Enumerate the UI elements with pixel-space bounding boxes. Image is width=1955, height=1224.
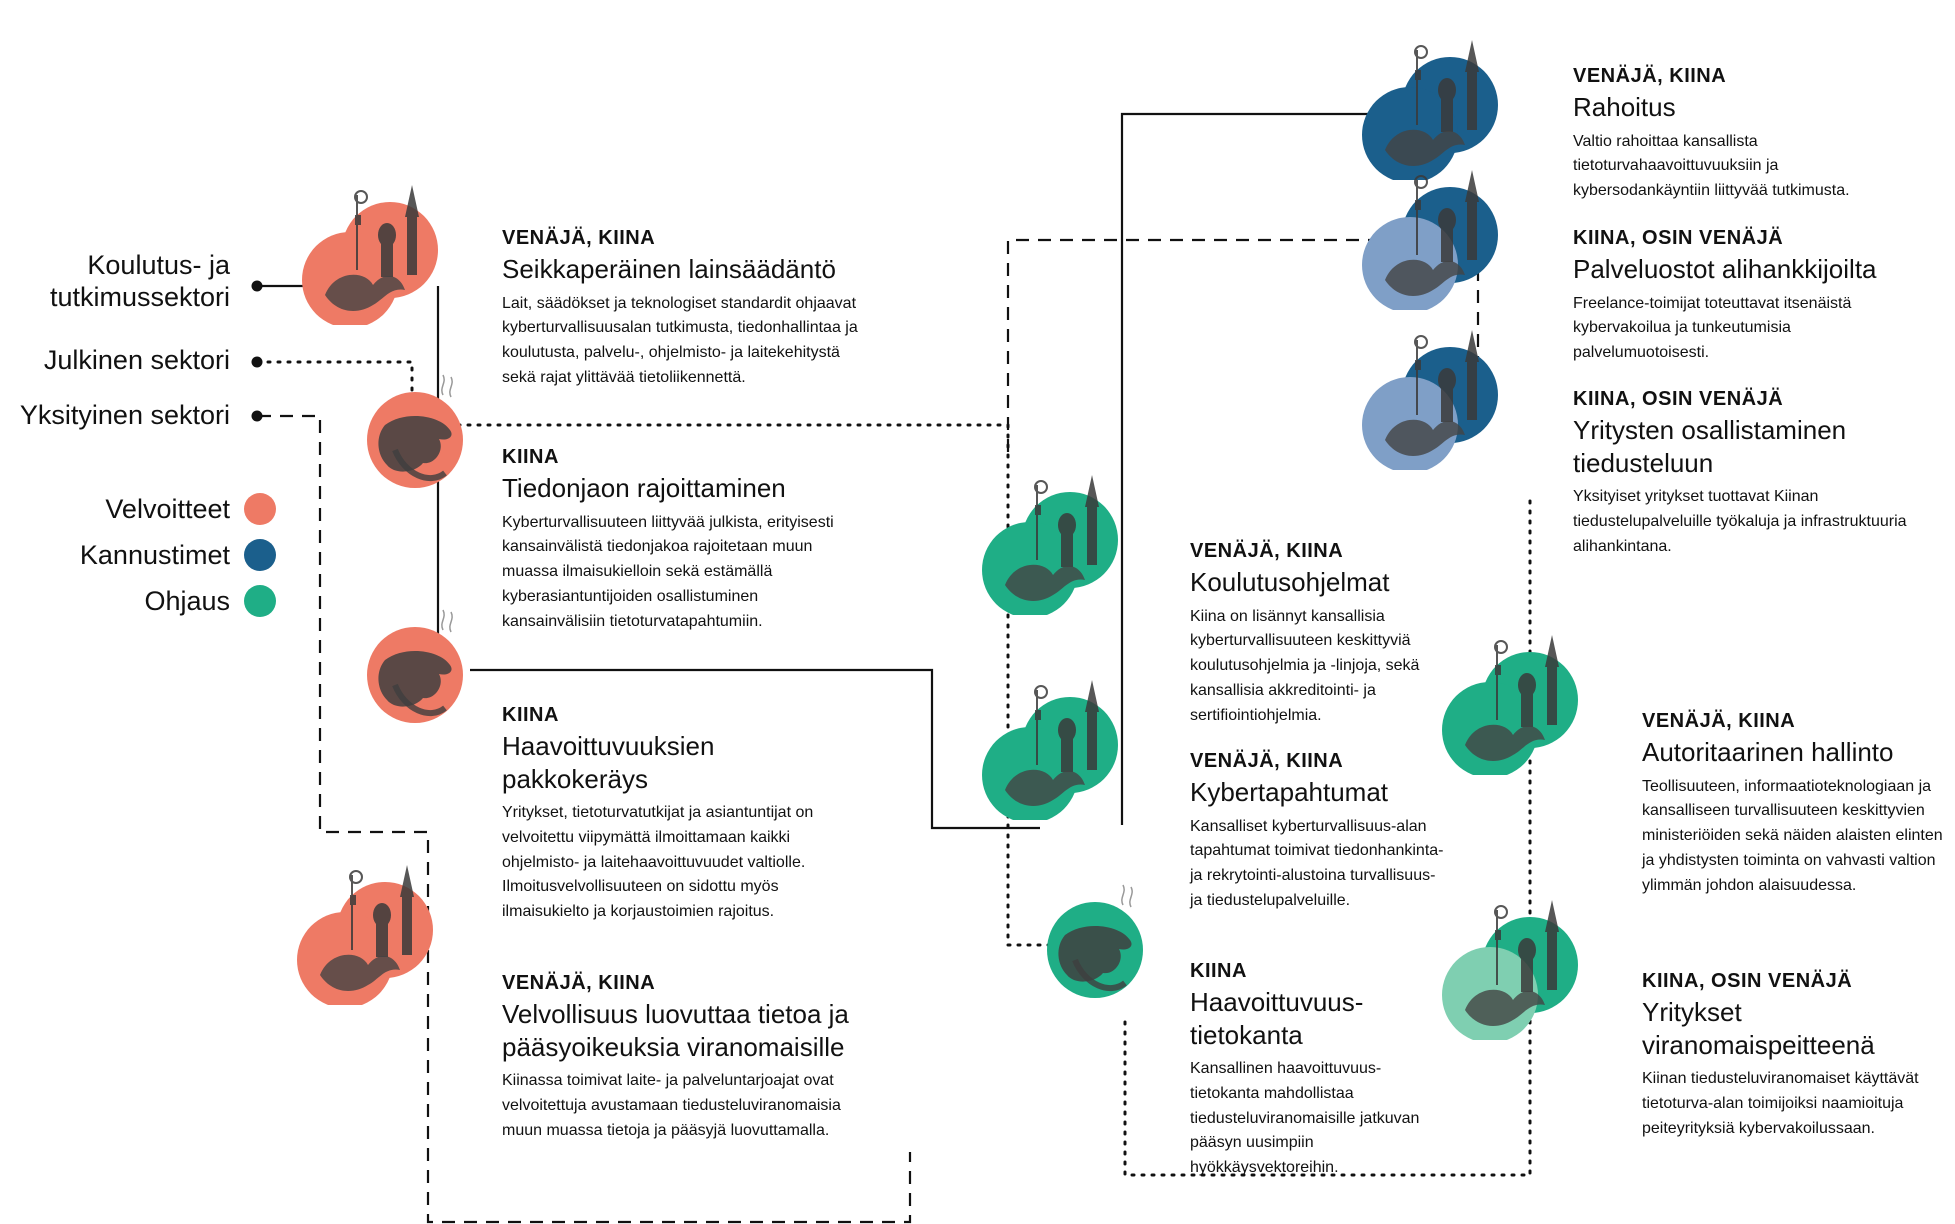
- sector-label-public: Julkinen sektori: [43, 345, 230, 375]
- node-description: Kiina on lisännyt kansallisia kyberturva…: [1190, 607, 1420, 724]
- node-title: Velvollisuus luovuttaa tietoa ja pääsyoi…: [502, 999, 849, 1062]
- dragon-icon: [367, 609, 463, 723]
- node-seikkaperainen-lainsaadanto: VENÄJÄ, KIINA Seikkaperäinen lainsäädänt…: [502, 225, 862, 391]
- node-country: KIINA: [502, 446, 559, 468]
- private-sector-line: [258, 414, 912, 1224]
- kremlin-and-dragon-icon: [1362, 330, 1498, 470]
- node-autoritaarinen-hallinto: VENÄJÄ, KIINA Autoritaarinen hallinto Te…: [1642, 708, 1948, 898]
- kremlin-and-dragon-icon: [1362, 170, 1498, 310]
- node-country: KIINA: [502, 704, 559, 726]
- legend-item-ohjaus: Ohjaus: [60, 585, 276, 617]
- node-country: VENÄJÄ, KIINA: [1642, 710, 1796, 732]
- kremlin-and-dragon-icon: [302, 185, 438, 325]
- sector-label-education: Koulutus- ja tutkimussektori: [49, 250, 230, 312]
- legend-label: Velvoitteet: [105, 493, 230, 524]
- legend-item-velvoitteet: Velvoitteet: [60, 493, 276, 525]
- kremlin-and-dragon-icon: [1442, 900, 1578, 1040]
- node-kybertapahtumat: VENÄJÄ, KIINA Kybertapahtumat Kansallise…: [1190, 748, 1450, 914]
- node-koulutusohjelmat: VENÄJÄ, KIINA Koulutusohjelmat Kiina on …: [1190, 538, 1480, 728]
- node-haavoittuvuuksien-pakkokerays: KIINA Haavoittuvuuksien pakkokeräys Yrit…: [502, 702, 842, 925]
- node-title: Kybertapahtumat: [1190, 777, 1389, 807]
- node-description: Freelance-toimijat toteuttavat itsenäist…: [1573, 294, 1852, 362]
- node-yritykset-viranomaispeitteena: KIINA, OSIN VENÄJÄ Yritykset viranomaisp…: [1642, 968, 1942, 1141]
- node-tiedonjaon-rajoittaminen: KIINA Tiedonjaon rajoittaminen Kyberturv…: [502, 444, 847, 634]
- node-country: KIINA: [1190, 960, 1247, 982]
- node-haavoittuvuustietokanta: KIINA Haavoittuvuus-tietokanta Kansallin…: [1190, 958, 1440, 1181]
- public-main-line: [436, 423, 1072, 947]
- education-to-events-line: [470, 668, 1040, 830]
- node-description: Lait, säädökset ja teknologiset standard…: [502, 294, 858, 386]
- legend-swatch: [244, 539, 276, 571]
- legend-swatch: [244, 493, 276, 525]
- node-title: Yritysten osallistaminen tiedusteluun: [1573, 415, 1847, 478]
- node-rahoitus: VENÄJÄ, KIINA Rahoitus Valtio rahoittaa …: [1573, 63, 1918, 204]
- legend-item-kannustimet: Kannustimet: [60, 539, 276, 571]
- node-title: Rahoitus: [1573, 92, 1676, 122]
- node-description: Valtio rahoittaa kansallista tietoturvah…: [1573, 132, 1850, 200]
- node-country: KIINA, OSIN VENÄJÄ: [1573, 388, 1784, 410]
- legend-label: Kannustimet: [79, 539, 230, 570]
- private-upper-line: [1006, 238, 1420, 452]
- kremlin-and-dragon-icon: [297, 865, 433, 1005]
- node-description: Kiinassa toimivat laite- ja palveluntarj…: [502, 1072, 841, 1139]
- legend-swatch: [244, 585, 276, 617]
- node-palveluostot: KIINA, OSIN VENÄJÄ Palveluostot alihankk…: [1573, 225, 1918, 366]
- education-to-funding-line: [1120, 112, 1420, 825]
- node-description: Kiinan tiedusteluviranomaiset käyttävät …: [1642, 1070, 1919, 1137]
- node-title: Autoritaarinen hallinto: [1642, 737, 1894, 767]
- kremlin-and-dragon-icon: [1442, 635, 1578, 775]
- public-sector-dot: [251, 356, 263, 368]
- node-title: Haavoittuvuus-tietokanta: [1190, 987, 1364, 1050]
- node-country: VENÄJÄ, KIINA: [502, 972, 656, 994]
- node-title: Seikkaperäinen lainsäädäntö: [502, 254, 836, 284]
- node-description: Yksityiset yritykset tuottavat Kiinan ti…: [1573, 488, 1907, 555]
- legend-label: Ohjaus: [144, 585, 230, 616]
- dragon-icon: [367, 374, 463, 488]
- node-country: VENÄJÄ, KIINA: [1190, 540, 1344, 562]
- node-description: Kyberturvallisuuteen liittyvää julkista,…: [502, 513, 834, 630]
- kremlin-and-dragon-icon: [982, 475, 1118, 615]
- sector-label-private: Yksityinen sektori: [19, 400, 230, 430]
- kremlin-and-dragon-icon: [982, 680, 1118, 820]
- node-country: VENÄJÄ, KIINA: [502, 227, 656, 249]
- node-velvollisuus-luovuttaa: VENÄJÄ, KIINA Velvollisuus luovuttaa tie…: [502, 970, 892, 1143]
- node-yritysten-osallistaminen: KIINA, OSIN VENÄJÄ Yritysten osallistami…: [1573, 386, 1918, 559]
- node-title: Koulutusohjelmat: [1190, 567, 1390, 597]
- node-country: KIINA, OSIN VENÄJÄ: [1642, 970, 1853, 992]
- education-sector-dot: [251, 280, 263, 292]
- node-country: KIINA, OSIN VENÄJÄ: [1573, 227, 1784, 249]
- node-title: Haavoittuvuuksien pakkokeräys: [502, 731, 715, 794]
- node-title: Tiedonjaon rajoittaminen: [502, 473, 786, 503]
- node-description: Kansallinen haavoittuvuus-tietokanta mah…: [1190, 1060, 1420, 1177]
- node-country: VENÄJÄ, KIINA: [1573, 65, 1727, 87]
- private-sector-dot: [251, 410, 263, 422]
- node-title: Yritykset viranomaispeitteenä: [1642, 997, 1875, 1060]
- node-description: Teollisuuteen, informaatioteknologiaan j…: [1642, 777, 1943, 894]
- kremlin-and-dragon-icon: [1362, 40, 1498, 180]
- public-sector-line: [256, 360, 414, 427]
- node-description: Yritykset, tietoturvatutkijat ja asiantu…: [502, 804, 814, 921]
- node-country: VENÄJÄ, KIINA: [1190, 750, 1344, 772]
- dragon-icon: [1047, 884, 1143, 998]
- node-title: Palveluostot alihankkijoilta: [1573, 254, 1877, 284]
- node-description: Kansalliset kyberturvallisuus-alan tapah…: [1190, 817, 1444, 909]
